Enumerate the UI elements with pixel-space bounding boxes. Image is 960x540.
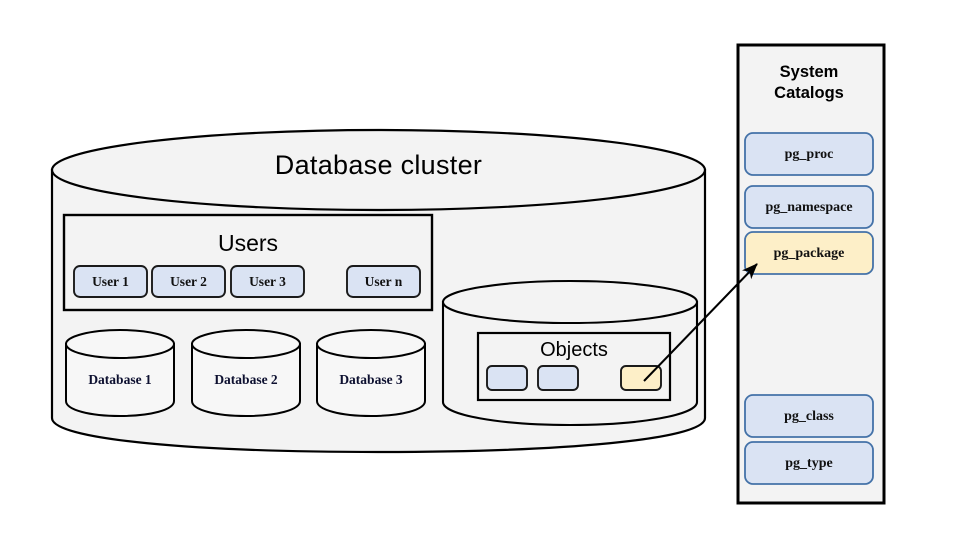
user-chip-1-shape[interactable] [73, 265, 148, 298]
user-chip-3-shape[interactable] [230, 265, 305, 298]
database-cylinder-3[interactable] [316, 329, 426, 418]
user-chip-4-shape[interactable] [346, 265, 421, 298]
user-chip-shapes [73, 265, 421, 298]
catalog-item-pg-class-shape[interactable] [744, 394, 874, 438]
database-cylinder-2[interactable] [191, 329, 301, 418]
catalog-item-pg-proc-shape[interactable] [744, 132, 874, 176]
database-cylinder-1[interactable] [65, 329, 175, 418]
user-chip-2-shape[interactable] [151, 265, 226, 298]
object-box-highlighted[interactable] [620, 365, 662, 391]
object-box-1[interactable] [486, 365, 528, 391]
catalog-item-pg-package-shape[interactable] [744, 231, 874, 275]
object-box-2[interactable] [537, 365, 579, 391]
catalog-item-pg-type-shape[interactable] [744, 441, 874, 485]
catalog-item-pg-namespace-shape[interactable] [744, 185, 874, 229]
object-to-pg-package-arrow [643, 263, 758, 382]
